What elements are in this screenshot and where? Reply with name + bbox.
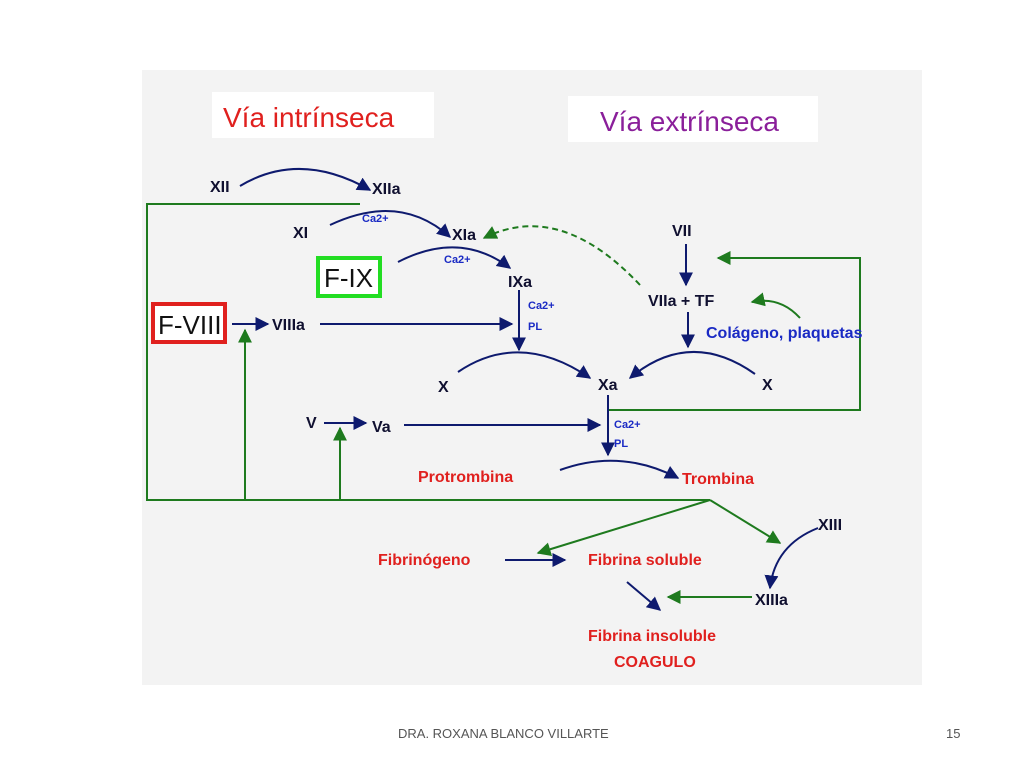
node-xiii: XIII [818, 517, 842, 534]
node-trombina: Trombina [682, 471, 754, 488]
node-viia-tf: VIIa + TF [648, 293, 714, 310]
node-viiia: VIIIa [272, 317, 305, 334]
node-protrombina: Protrombina [418, 469, 513, 486]
fviii-box [151, 302, 227, 344]
node-x-left: X [438, 379, 449, 396]
footer-author: DRA. ROXANA BLANCO VILLARTE [398, 726, 609, 741]
node-xi: XI [293, 225, 308, 242]
node-x-right: X [762, 377, 773, 394]
trombina-to-fibrinogeno-arrow [536, 499, 711, 556]
node-ixa: IXa [508, 274, 532, 291]
feedback-lines [146, 203, 861, 604]
intrinsic-title: Vía intrínseca [223, 102, 395, 133]
node-xa: Xa [598, 377, 618, 394]
xiii-to-xiiia-arrow [764, 527, 819, 590]
fix-to-ixa-arrow [397, 246, 512, 269]
x-to-xa-right-arrow [628, 350, 756, 379]
cofactor-ca-2: Ca2+ [444, 254, 471, 266]
trombina-to-xiii-arrow [709, 499, 782, 544]
cofactor-pl-1: PL [528, 321, 542, 333]
node-vii: VII [672, 223, 692, 240]
xii-to-xiia-arrow [239, 168, 372, 191]
node-colageno: Colágeno, plaquetas [706, 325, 863, 342]
node-va: Va [372, 419, 391, 436]
feedback-to-viia-arrow [608, 251, 861, 411]
cofactor-ca-3: Ca2+ [528, 300, 555, 312]
extrinsic-title-box [568, 96, 818, 142]
xi-to-xia-arrow [329, 210, 452, 238]
node-coagulo: COAGULO [614, 654, 696, 671]
node-xii: XII [210, 179, 230, 196]
node-fibrinogeno: Fibrinógeno [378, 552, 471, 569]
fibrina-to-insoluble-arrow [626, 581, 662, 611]
x-to-xa-left-arrow [457, 351, 592, 379]
node-v: V [306, 415, 317, 432]
fix-label: F-IX [324, 263, 373, 293]
cofactor-ca-1: Ca2+ [362, 213, 389, 225]
node-fibrina-soluble: Fibrina soluble [588, 552, 702, 569]
cofactor-pl-2: PL [614, 438, 628, 450]
node-xiia: XIIa [372, 181, 401, 198]
footer-page-number: 15 [946, 726, 961, 741]
colageno-to-viia-arrow [750, 292, 801, 319]
protrombina-to-trombina-arrow [559, 459, 680, 479]
fix-box [316, 256, 382, 298]
extrinsic-title: Vía extrínseca [600, 106, 779, 137]
reaction-arrows [232, 168, 819, 611]
node-fibrina-insoluble: Fibrina insoluble [588, 628, 716, 645]
feedback-outer-line [146, 203, 710, 501]
node-xia: XIa [452, 227, 476, 244]
cofactor-ca-4: Ca2+ [614, 419, 641, 431]
intrinsic-title-box [212, 92, 434, 138]
node-xiiia: XIIIa [755, 592, 788, 609]
fviii-label: F-VIII [158, 310, 222, 340]
